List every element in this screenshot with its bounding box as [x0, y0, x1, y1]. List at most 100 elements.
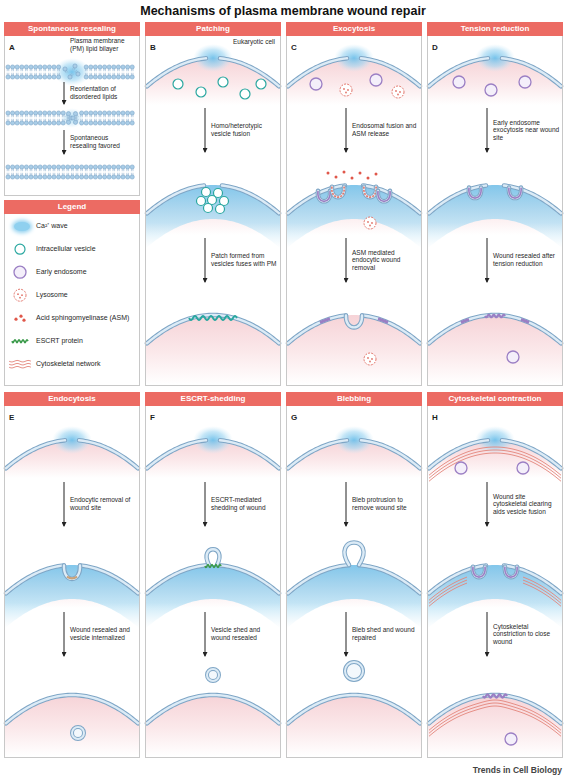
callout-label: Plasma membrane (PM) lipid bilayer [70, 37, 136, 52]
cytoskeletal-network [429, 700, 561, 730]
lipid-head [38, 175, 42, 179]
lipid-head [6, 111, 10, 115]
asm-dot [375, 173, 378, 176]
membrane [429, 186, 486, 214]
lipid-head [84, 75, 88, 79]
membrane-core [288, 695, 420, 723]
lipid-head [130, 65, 134, 69]
legend-entry: Acid sphingomyelinase (ASM) [8, 314, 138, 322]
lipid-head [89, 165, 93, 169]
calcium-wave [287, 565, 421, 628]
escrt-protein [205, 565, 221, 568]
membrane [220, 440, 279, 468]
lipid-head [80, 121, 84, 125]
cytoskeletal-network [9, 360, 31, 362]
lipid-head [34, 65, 38, 69]
lipid-head [15, 165, 19, 169]
panel-letter: A [9, 43, 15, 52]
lipid-head [43, 165, 47, 169]
membrane-core [217, 565, 279, 593]
membrane-core [288, 440, 347, 468]
intracellular-vesicle [173, 79, 183, 89]
lipid-head [121, 75, 125, 79]
membrane [288, 315, 346, 343]
panel-letter: D [432, 43, 438, 52]
lipid-head [70, 165, 74, 169]
membrane-core [147, 186, 204, 214]
lipid-head [61, 175, 65, 179]
lipid-head [38, 75, 42, 79]
membrane [429, 315, 561, 343]
lipid-head [126, 165, 130, 169]
membrane-core [207, 549, 220, 565]
lipid-head [103, 121, 107, 125]
legend-entry: Lysosome [8, 291, 138, 299]
shed-vesicle-core [207, 669, 219, 681]
membrane [378, 191, 390, 202]
lipid-head [98, 175, 102, 179]
lipid-head [93, 175, 97, 179]
lipid-head [112, 165, 116, 169]
lipid-head [107, 75, 111, 79]
membrane-core [504, 566, 561, 594]
panel-illustration [146, 44, 280, 384]
membrane [288, 186, 345, 214]
lysosome-content [345, 92, 347, 94]
fusing-vesicle [469, 188, 481, 199]
journal-watermark: Trends in Cell Biology [300, 765, 562, 775]
calcium-wave [60, 108, 84, 128]
escrt-protein [12, 340, 28, 343]
lipid-head [116, 175, 120, 179]
lipid-head [34, 111, 38, 115]
early-endosome [505, 733, 517, 745]
step-label: Wound resealed and vesicle internalized [70, 626, 137, 641]
calcium-wave [146, 565, 280, 628]
step-arrow [346, 238, 347, 282]
membrane-core [64, 565, 80, 579]
lipid-head [61, 111, 65, 115]
step-label-box: Homo/heterotypic vesicle fusion [211, 122, 278, 137]
lipid-head [71, 116, 75, 120]
legend-text: Cytoskeletal network [36, 360, 138, 368]
lipid-head [29, 65, 33, 69]
early-endosome [519, 76, 531, 88]
calcium-wave [5, 565, 139, 628]
lipid-head [98, 65, 102, 69]
lipid-head [11, 121, 15, 125]
membrane [6, 695, 138, 723]
asm-dot [14, 318, 17, 321]
lipid-head [84, 165, 88, 169]
cytoskeletal-network [429, 453, 561, 481]
legend-entry: ESCRT protein [8, 337, 138, 345]
membrane [147, 186, 204, 214]
lipid-head [6, 165, 10, 169]
early-endosome [370, 74, 382, 86]
legend-swatch [14, 222, 30, 231]
lipid-head [24, 65, 28, 69]
asm-dot [367, 177, 370, 180]
panel-title: ESCRT-shedding [145, 392, 281, 406]
lipid-head [20, 165, 24, 169]
lipid-head [121, 65, 125, 69]
lipid-head [11, 111, 15, 115]
membrane [207, 549, 220, 565]
lipid-head [126, 175, 130, 179]
asm-dot [351, 177, 354, 180]
lipid-head [15, 121, 19, 125]
panel: Cytoskeletal contractionH [427, 392, 563, 758]
legend-text: Early endosome [36, 268, 138, 276]
panel-illustration [428, 44, 562, 384]
lysosome [340, 84, 352, 96]
membrane-core [429, 695, 561, 723]
panel-letter: F [150, 413, 155, 422]
lipid-head [121, 121, 125, 125]
lipid-head [112, 111, 116, 115]
endosomal-membrane [521, 319, 529, 322]
lipid-head [84, 111, 88, 115]
fusing-vesicle [473, 567, 485, 578]
lipid-head [89, 75, 93, 79]
lipid-head [103, 75, 107, 79]
step-label-box: ASM mediated endocytic wound removal [352, 249, 419, 272]
early-endosome [453, 76, 465, 88]
membrane-core [147, 695, 279, 723]
